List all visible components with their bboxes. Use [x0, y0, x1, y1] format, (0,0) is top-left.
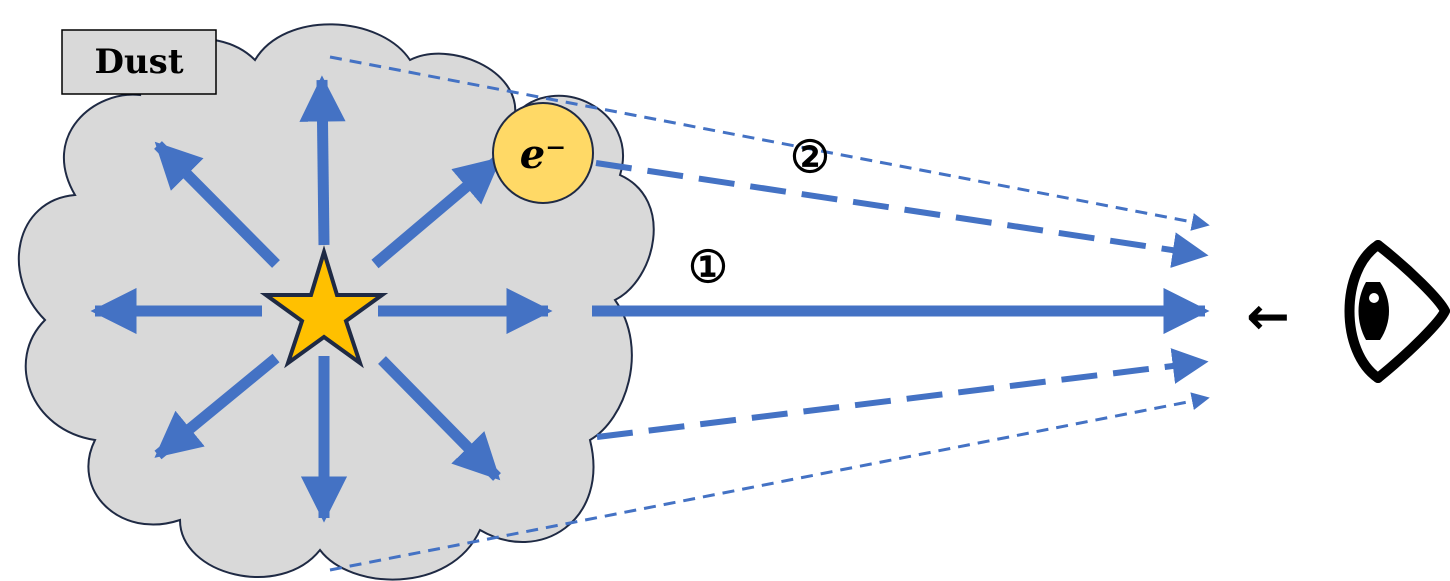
eye-icon [1344, 240, 1450, 383]
faint-path-bottom [329, 392, 1210, 572]
path-scattered-label: ② [790, 132, 829, 183]
scattered-path-lower [596, 348, 1209, 440]
dust-label: Dust [94, 42, 183, 82]
electron-label: e⁻ [520, 131, 567, 178]
faint-paths [329, 55, 1210, 572]
faint-path-top [329, 55, 1210, 231]
scattered-paths [595, 160, 1209, 440]
arrow-up-right [371, 155, 502, 269]
radial-arrows [90, 75, 553, 523]
star-icon [259, 245, 389, 369]
arrow-up [299, 75, 346, 246]
arrow-down-left [154, 353, 280, 460]
electron-circle: e⁻ [492, 102, 594, 204]
arrow-down-right [378, 356, 501, 481]
observer-arrow: ← [1246, 287, 1290, 347]
path-direct-label: ① [688, 242, 727, 293]
arrow-up-left [154, 141, 280, 268]
dust-label-box: Dust [61, 29, 217, 95]
